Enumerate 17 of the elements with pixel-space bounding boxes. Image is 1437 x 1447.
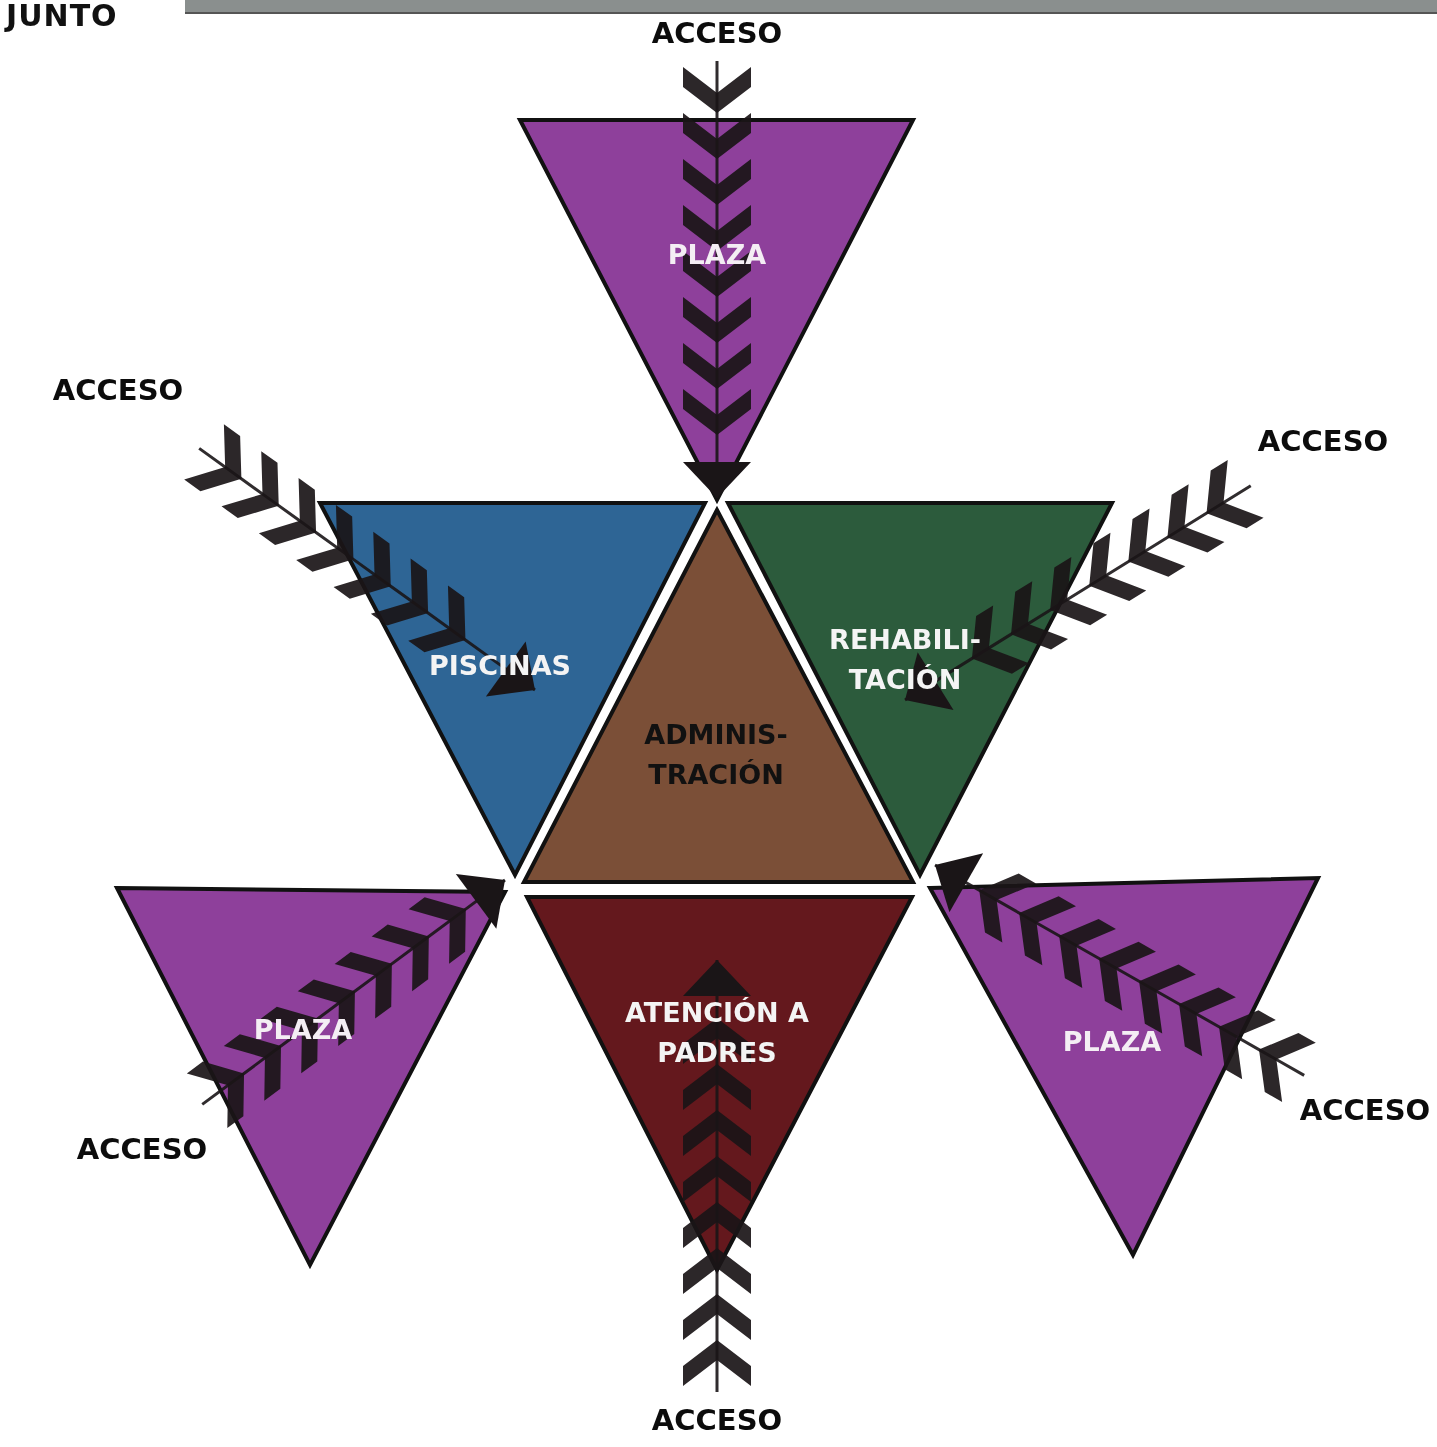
chevron-arrow: [683, 61, 751, 498]
title: JUNTO: [6, 0, 118, 32]
access-label: ACCESO: [1299, 1093, 1431, 1127]
access-label: ACCESO: [76, 1132, 208, 1166]
chevron-arrow: [904, 460, 1264, 710]
access-label: ACCESO: [651, 1403, 783, 1437]
zone-label: PLAZA: [1061, 1025, 1163, 1059]
access-label: ACCESO: [52, 373, 184, 407]
zone-label: ATENCIÓN A PADRES: [624, 996, 810, 1070]
chevron-arrow: [187, 874, 506, 1128]
chevron-arrow: [934, 853, 1316, 1102]
access-label: ACCESO: [1257, 424, 1389, 458]
chevron-arrow: [184, 424, 536, 697]
zone-label: REHABILI- TACIÓN: [828, 623, 982, 697]
chevron-arrow: [683, 960, 751, 1392]
access-label: ACCESO: [651, 16, 783, 50]
zone-label: ADMINIS- TRACIÓN: [643, 718, 789, 792]
